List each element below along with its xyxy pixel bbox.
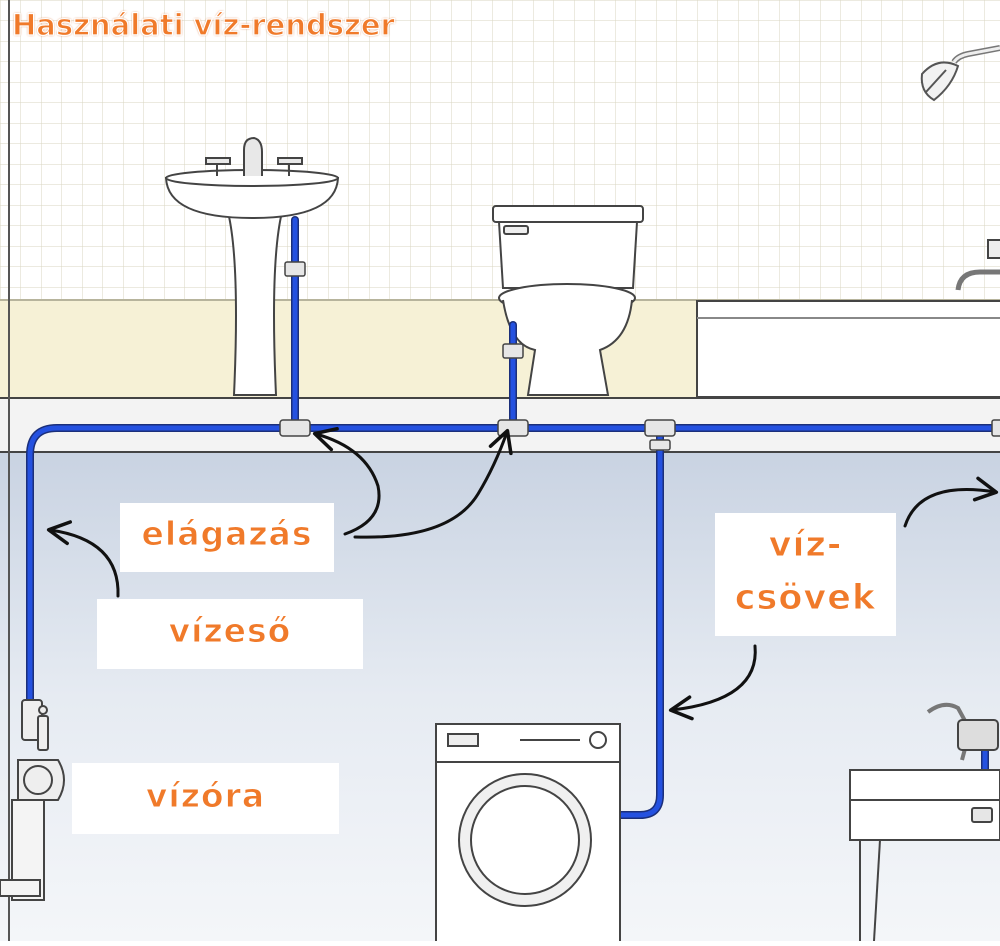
- arrow-pipes-right: [903, 476, 999, 528]
- water-pipe-label-box: [97, 599, 363, 669]
- annotation-arrows: [46, 426, 999, 721]
- water-meter-icon: [0, 699, 65, 901]
- water-pipes-label-line1: víz-: [768, 525, 843, 566]
- arrow-branch-right: [353, 428, 513, 539]
- arrow-pipes-down: [668, 644, 757, 721]
- bathroom-wall: [0, 0, 1000, 400]
- shower-head-icon: [920, 45, 1000, 102]
- toilet-icon: [492, 205, 644, 396]
- water-meter-label: vízóra: [145, 776, 266, 816]
- branch-label: elágazás: [141, 514, 313, 554]
- water-pipes-label-line2: csövek: [734, 578, 877, 619]
- water-pipe-label: vízeső: [168, 611, 292, 651]
- bathtub-icon: [696, 239, 1000, 398]
- water-pipes-label-box: [715, 513, 896, 636]
- arrow-branch-left: [312, 426, 381, 536]
- utility-sink-icon: [849, 702, 1000, 942]
- sink-icon: [164, 136, 340, 396]
- washing-machine-icon: [435, 723, 621, 946]
- arrow-water-pipe: [46, 520, 120, 598]
- water-meter-label-box: [72, 763, 339, 834]
- diagram-title: Használati víz-rendszer: [11, 7, 395, 42]
- branch-label-box: [120, 503, 334, 572]
